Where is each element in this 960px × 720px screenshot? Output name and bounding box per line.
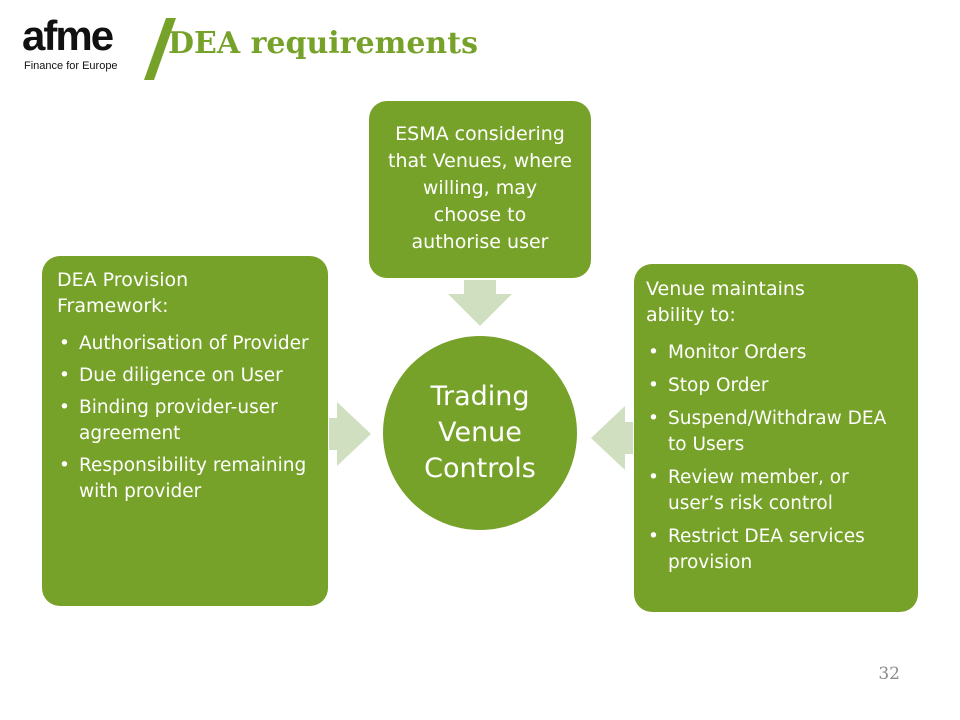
esma-box-line: ESMA considering bbox=[395, 123, 565, 145]
arrow-down-icon bbox=[448, 280, 512, 326]
circle-line: Venue bbox=[438, 417, 522, 448]
venue-abilities-heading: Venue maintains ability to: bbox=[646, 276, 908, 328]
list-item: Restrict DEA services provision bbox=[646, 524, 908, 576]
venue-abilities-list: Monitor Orders Stop Order Suspend/Withdr… bbox=[646, 340, 908, 576]
heading-line: Framework: bbox=[57, 295, 169, 317]
list-item: Suspend/Withdraw DEA to Users bbox=[646, 406, 908, 458]
logo-tagline: Finance for Europe bbox=[24, 60, 118, 72]
logo-slash-icon bbox=[144, 18, 176, 80]
trading-venue-controls-circle: Trading Venue Controls bbox=[383, 336, 577, 530]
list-item: Stop Order bbox=[646, 373, 908, 399]
logo-wordmark: afme bbox=[22, 12, 114, 59]
page-number: 32 bbox=[878, 664, 900, 684]
list-item: Binding provider-user agreement bbox=[57, 395, 316, 447]
arrow-left-icon bbox=[591, 406, 633, 470]
arrow-right-icon bbox=[329, 402, 371, 466]
esma-box-line: authorise user bbox=[411, 231, 549, 253]
esma-box-line: that Venues, where bbox=[388, 150, 572, 172]
list-item: Responsibility remaining with provider bbox=[57, 453, 316, 505]
list-item: Authorisation of Provider bbox=[57, 331, 316, 357]
list-item: Due diligence on User bbox=[57, 363, 316, 389]
list-item: Monitor Orders bbox=[646, 340, 908, 366]
dea-provision-box: DEA Provision Framework: Authorisation o… bbox=[42, 256, 328, 606]
esma-box: ESMA considering that Venues, where will… bbox=[369, 101, 591, 278]
list-item: Review member, or user’s risk control bbox=[646, 465, 908, 517]
heading-line: ability to: bbox=[646, 304, 736, 326]
venue-abilities-box: Venue maintains ability to: Monitor Orde… bbox=[634, 264, 918, 612]
circle-line: Controls bbox=[424, 453, 536, 484]
esma-box-line: willing, may bbox=[422, 177, 538, 199]
circle-line: Trading bbox=[430, 381, 530, 412]
slide-title: DEA requirements bbox=[168, 26, 478, 61]
circle-text: Trading Venue Controls bbox=[424, 379, 536, 487]
afme-logo: afme Finance for Europe bbox=[22, 12, 176, 80]
dea-provision-heading: DEA Provision Framework: bbox=[57, 267, 316, 319]
heading-line: DEA Provision bbox=[57, 269, 189, 291]
heading-line: Venue maintains bbox=[646, 278, 805, 300]
esma-box-line: choose to bbox=[433, 204, 527, 226]
dea-provision-list: Authorisation of Provider Due diligence … bbox=[57, 331, 316, 505]
